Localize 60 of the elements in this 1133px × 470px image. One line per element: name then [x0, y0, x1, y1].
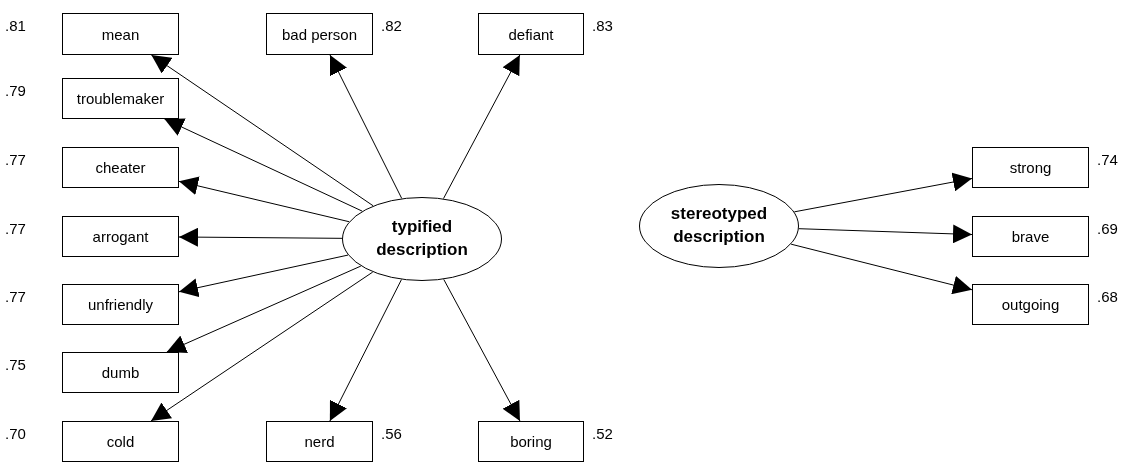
indicator-box [972, 147, 1089, 188]
arrow [443, 54, 521, 200]
indicator-box [62, 147, 179, 188]
arrow [798, 224, 973, 244]
arrow [178, 254, 349, 298]
node-label: outgoing [1001, 296, 1060, 313]
node-label: mean [101, 25, 140, 43]
node-label: nerd [304, 433, 335, 450]
arrow [178, 227, 343, 247]
indicator-box [972, 216, 1089, 257]
loading-value: .81 [5, 17, 26, 34]
arrow [150, 271, 374, 422]
arrow [329, 54, 403, 199]
loading-value: .79 [5, 81, 26, 99]
loading-value: .70 [5, 424, 26, 442]
indicator-box [62, 352, 179, 393]
node-label: brave [1011, 228, 1050, 245]
loading-value: .68 [1097, 287, 1118, 305]
loading-value: .75 [5, 355, 26, 373]
node-label: arrogant [92, 228, 149, 245]
arrow [166, 265, 362, 353]
latent-variable-ellipse [639, 184, 799, 268]
indicator-box [62, 421, 179, 462]
loading-value: .82 [381, 17, 402, 34]
arrow [329, 279, 402, 422]
node-label: defiant [508, 25, 554, 43]
node-label: unfriendly [87, 296, 153, 313]
node-label: cheater [95, 159, 146, 176]
node-label: troublemaker [76, 90, 165, 107]
indicator-box [266, 421, 373, 462]
latent-variable-ellipse [342, 197, 502, 281]
arrow [150, 54, 374, 207]
node-label: cold [106, 433, 135, 450]
indicator-box [62, 284, 179, 325]
indicator-box [478, 13, 584, 55]
loading-value: .56 [381, 424, 402, 442]
loading-value: .69 [1097, 219, 1118, 237]
loading-value: .52 [592, 424, 613, 442]
node-label: strong [1009, 159, 1052, 176]
arrow [178, 176, 350, 223]
indicator-box [62, 216, 179, 257]
indicator-box [62, 13, 179, 55]
arrow [443, 278, 521, 422]
loading-value: .83 [592, 17, 613, 34]
arrow [793, 172, 973, 213]
indicator-box [478, 421, 584, 462]
arrow [164, 118, 363, 212]
node-label: boring [510, 433, 552, 450]
node-label: stereotyped description [669, 203, 769, 248]
loading-value: .77 [5, 150, 26, 168]
indicator-box [62, 78, 179, 119]
loading-value: .77 [5, 287, 26, 305]
indicator-box [972, 284, 1089, 325]
node-label: bad person [281, 25, 358, 43]
loading-value: .74 [1097, 150, 1118, 168]
node-label: dumb [101, 364, 140, 381]
loading-value: .77 [5, 219, 26, 237]
node-label: typified description [375, 216, 469, 261]
arrow [790, 243, 973, 295]
indicator-box [266, 13, 373, 55]
